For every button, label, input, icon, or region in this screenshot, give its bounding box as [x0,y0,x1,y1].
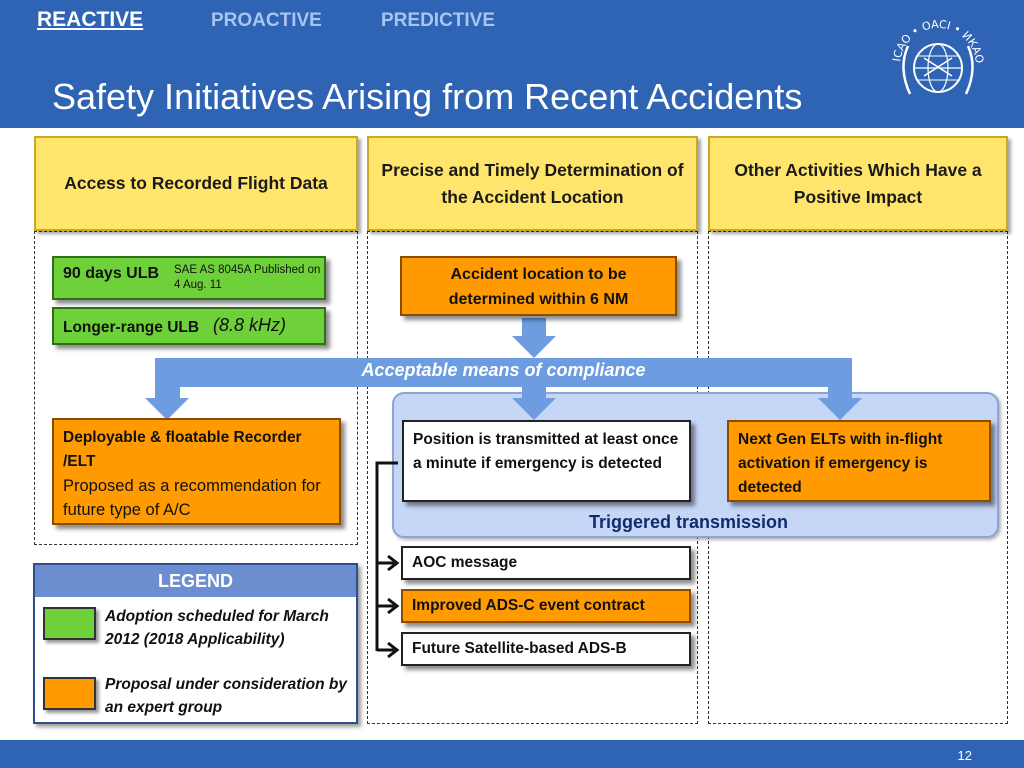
header-bar: REACTIVE PROACTIVE PREDICTIVE Safety Ini… [0,0,1024,128]
legend-title: LEGEND [35,565,356,597]
legend-swatch-orange [43,677,96,710]
improved-adsc-box: Improved ADS-C event contract [401,589,691,623]
page-title: Safety Initiatives Arising from Recent A… [52,76,803,117]
column-2-header: Precise and Timely Determination of the … [367,136,698,231]
column-1-frame [34,231,358,545]
legend-green-text: Adoption scheduled for March 2012 (2018 … [105,608,329,648]
triggered-transmission-label: Triggered transmission [588,512,789,532]
column-1-header: Access to Recorded Flight Data [34,136,358,231]
icao-logo: ICAO • OACI • ИКАО [890,18,986,95]
ulb-90-days-note: SAE AS 8045A Published on 4 Aug. 11 [174,264,321,291]
legend-orange-text: Proposal under consideration by an exper… [105,676,348,716]
position-transmitted-box: Position is transmitted at least once a … [402,420,691,502]
longer-range-ulb-label: Longer-range ULB [63,319,200,336]
deployable-recorder-note: Proposed as a recommendation for future … [63,477,321,519]
down-arrow-middle [512,387,556,420]
acceptable-means-bar [155,358,852,387]
next-gen-elt-box: Next Gen ELTs with in-flight activation … [727,420,991,502]
acceptable-means-label: Acceptable means of compliance [361,360,646,380]
footer-bar: 12 [0,740,1024,768]
aoc-message-box: AOC message [401,546,691,580]
connector-bracket [375,461,398,651]
nav-reactive[interactable]: REACTIVE [37,8,144,31]
down-arrow-right [818,387,862,420]
arrowhead-aoc [387,554,400,572]
future-adsb-box: Future Satellite-based ADS-B [401,632,691,666]
down-arrow-accident [512,318,556,358]
ulb-90-days-label: 90 days ULB [63,265,160,282]
page-number: 12 [957,748,972,763]
column-3-header: Other Activities Which Have a Positive I… [708,136,1008,231]
nav-proactive[interactable]: PROACTIVE [211,10,322,31]
arrowhead-adsc [387,597,400,615]
down-arrow-left [145,387,189,420]
accident-location-box: Accident location to be determined withi… [400,256,677,316]
deployable-recorder-title: Deployable & floatable Recorder /ELT [63,429,302,470]
nav-predictive[interactable]: PREDICTIVE [381,10,496,31]
deployable-recorder-box: Deployable & floatable Recorder /ELT Pro… [52,418,341,525]
arrowhead-adsb [387,641,400,659]
legend-panel: LEGEND Adoption scheduled for March 2012… [33,563,358,724]
legend-swatch-green [43,607,96,640]
ulb-90-days-box: 90 days ULB SAE AS 8045A Published on 4 … [52,256,326,300]
longer-range-ulb-box: Longer-range ULB (8.8 kHz) [52,307,326,345]
longer-range-ulb-freq: (8.8 kHz) [213,315,287,335]
